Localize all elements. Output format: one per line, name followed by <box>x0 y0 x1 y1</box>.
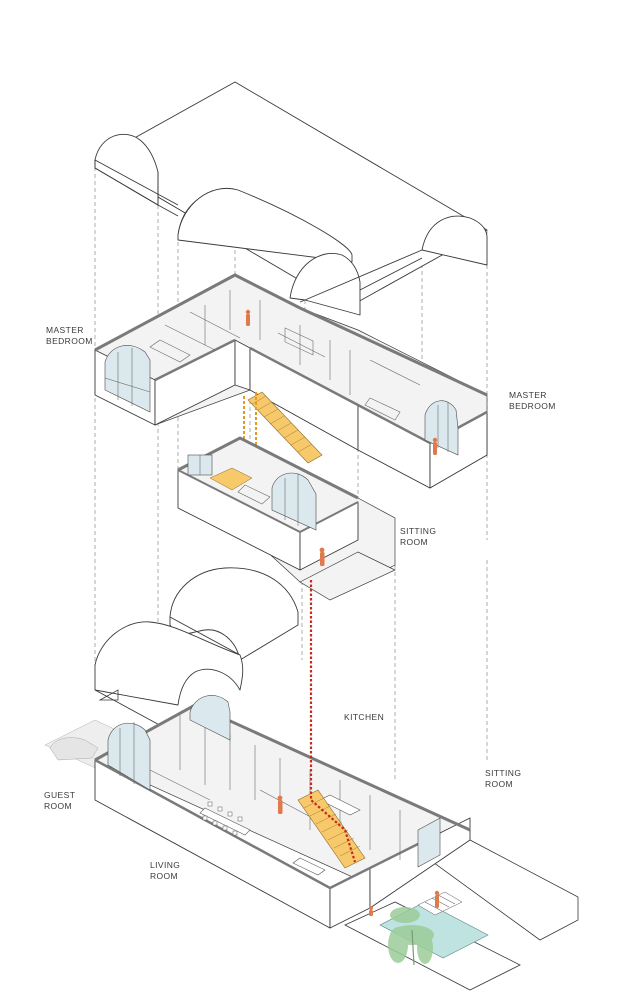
circulation-path <box>309 580 357 863</box>
upper-roof-vaults <box>94 81 488 316</box>
ground-floor-plate <box>44 689 579 991</box>
person-figure <box>245 309 251 326</box>
person-figure <box>277 795 283 814</box>
person-figure <box>319 547 325 566</box>
person-figure <box>369 906 373 916</box>
label-kitchen: KITCHEN <box>344 712 385 722</box>
people-figures <box>245 309 440 916</box>
lower-roof-vaults <box>94 567 299 736</box>
person-figure <box>432 437 438 455</box>
person-figure <box>434 890 440 908</box>
pool-garden <box>379 891 489 966</box>
middle-floor-plate <box>177 436 396 601</box>
upper-floor-plate <box>94 273 488 489</box>
